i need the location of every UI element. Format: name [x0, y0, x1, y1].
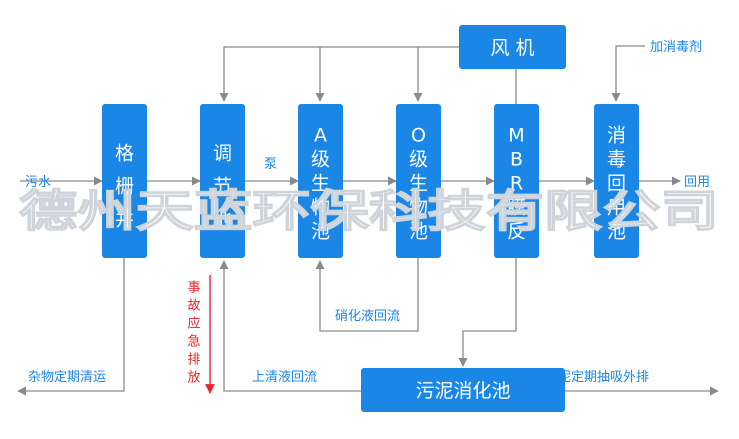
sludge-tank-box — [361, 368, 565, 412]
supernatant-return-arrow — [219, 260, 361, 392]
grid-well-box — [102, 104, 147, 258]
mbr-sludge-arrow — [458, 258, 517, 367]
nitrate-return-arrow — [315, 258, 419, 332]
disinfection-tank-label: 消毒回用池 — [607, 124, 626, 242]
sludge-discharge-label: 剩余污泥定期抽吸外排 — [519, 369, 649, 385]
pump-label: 泵 — [264, 157, 277, 172]
reuse-label: 回用 — [684, 175, 710, 190]
blower-box — [459, 25, 566, 69]
regulating-tank-label: 调节池 — [213, 143, 232, 231]
emergency-discharge-label: 事故应急排放 — [187, 280, 200, 385]
regulating-tank-box — [200, 104, 245, 258]
sludge-tank-label: 污泥消化池 — [415, 380, 510, 402]
o-tank-box — [396, 104, 441, 258]
grid-well-label: 格栅井 — [115, 143, 134, 231]
mbr-box — [494, 104, 539, 258]
nitrate-return-label: 硝化液回流 — [335, 309, 400, 324]
a-tank-box — [298, 104, 343, 258]
sewage-inflow-label: 污水 — [25, 175, 51, 190]
disinfectant-label: 加消毒剂 — [650, 40, 702, 55]
blower-label: 风 机 — [490, 37, 534, 59]
disinfection-tank-box — [594, 104, 639, 258]
supernatant-return-label: 上清液回流 — [252, 370, 317, 385]
blower-air-line — [219, 46, 459, 102]
disinfectant-dosing-arrow — [611, 45, 645, 102]
company-watermark: 德州天蓝环保科技有限公司 — [19, 186, 719, 237]
debris-removal-arrow — [17, 258, 125, 396]
debris-removal-label: 杂物定期清运 — [28, 370, 106, 385]
